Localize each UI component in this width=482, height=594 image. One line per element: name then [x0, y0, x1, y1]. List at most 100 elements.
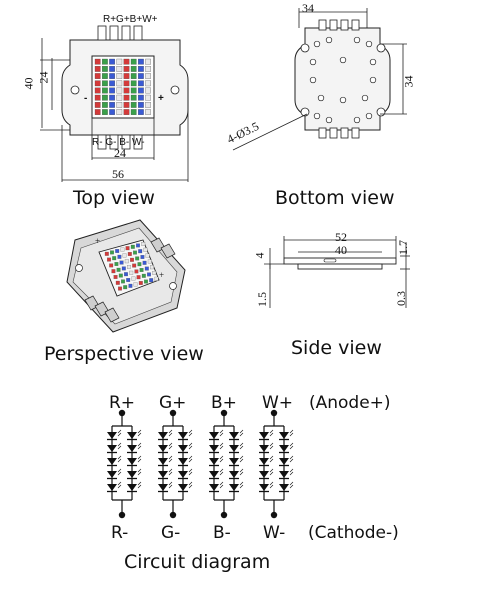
top-led-chip — [123, 87, 130, 94]
cathode-label-w: W- — [263, 523, 286, 543]
diode-symbol — [158, 445, 168, 452]
circuit-schematic — [107, 409, 294, 519]
bottom-hole — [365, 40, 373, 48]
perspective-drawing: + + — [66, 219, 186, 333]
bottom-hole — [353, 36, 361, 44]
top-led-chip — [94, 80, 101, 87]
top-led-chip — [145, 87, 151, 94]
dim-24-vertical: 24 — [36, 71, 51, 84]
persp-led-chip — [128, 283, 133, 288]
persp-led-chip — [111, 269, 116, 274]
top-led-chip — [138, 80, 144, 87]
persp-led-chip — [130, 244, 135, 249]
persp-led-chip — [138, 249, 143, 254]
diode-symbol — [229, 484, 239, 491]
top-led-chip — [130, 87, 137, 94]
diode-symbol — [127, 458, 137, 465]
top-led-chip — [123, 80, 130, 87]
bottom-hole — [369, 58, 377, 66]
top-led-chip — [102, 94, 108, 101]
persp-led-chip — [122, 253, 127, 258]
persp-led-chip — [150, 265, 154, 270]
bottom-hole — [325, 36, 333, 44]
top-led-chip — [94, 94, 101, 101]
side-view-caption: Side view — [291, 337, 382, 359]
diode-symbol — [178, 458, 188, 465]
persp-led-chip — [113, 275, 118, 279]
persp-led-chip — [130, 257, 134, 262]
persp-led-chip — [129, 270, 134, 275]
diode-symbol — [158, 484, 168, 491]
persp-led-chip — [123, 285, 128, 290]
top-led-chip — [145, 58, 151, 65]
diode-symbol — [178, 432, 188, 439]
circuit-channel — [158, 409, 193, 519]
diode-symbol — [107, 458, 117, 465]
diode-symbol — [127, 484, 137, 491]
side-dim-40: 40 — [335, 243, 347, 257]
persp-led-chip — [147, 259, 152, 264]
diode-symbol — [259, 458, 269, 465]
bottom-pins-label: R- G- B- W- — [92, 137, 145, 148]
top-led-chip — [138, 73, 144, 79]
plus-mark: + — [158, 93, 164, 104]
top-led-chip — [109, 58, 115, 65]
persp-led-chip — [149, 278, 154, 283]
svg-text:+: + — [159, 270, 164, 280]
top-pins-label: R+G+B+W+ — [103, 14, 158, 25]
persp-led-chip — [152, 271, 157, 275]
top-led-chip — [116, 66, 123, 72]
top-led-chip — [102, 87, 108, 94]
anode-note: (Anode+) — [309, 393, 391, 413]
anode-label-r: R+ — [109, 393, 136, 413]
top-led-chip — [109, 87, 115, 94]
bottom-hole — [309, 76, 317, 84]
top-led-chip — [109, 80, 115, 87]
diode-symbol — [229, 432, 239, 439]
bottom-view-caption: Bottom view — [275, 187, 395, 209]
minus-mark: - — [84, 93, 88, 104]
top-led-chip — [109, 102, 115, 108]
top-led-chip — [123, 66, 130, 72]
bottom-hole — [369, 76, 377, 84]
side-view-drawing — [264, 236, 410, 308]
anode-label-g: G+ — [159, 393, 187, 413]
top-led-chip — [102, 80, 108, 87]
top-led-chip — [145, 73, 151, 79]
persp-led-chip — [141, 273, 146, 278]
circuit-channel — [209, 409, 244, 519]
top-led-chip — [145, 102, 151, 108]
diode-symbol — [107, 471, 117, 478]
diode-symbol — [259, 432, 269, 439]
top-led-chip — [123, 73, 130, 79]
persp-led-chip — [119, 260, 124, 265]
bottom-hole — [353, 116, 361, 124]
top-led-chip — [123, 102, 130, 108]
top-led-chip — [94, 73, 101, 79]
top-led-chip — [102, 66, 108, 72]
circuit-channel — [259, 409, 294, 519]
bottom-dim-height: 34 — [401, 75, 416, 88]
persp-led-chip — [124, 272, 128, 277]
cathode-note: (Cathode-) — [308, 523, 399, 543]
perspective-view-caption: Perspective view — [44, 343, 204, 365]
side-dim-0-3: 0.3 — [394, 291, 408, 306]
diode-symbol — [209, 445, 219, 452]
side-dim-4: 4 — [252, 252, 267, 259]
diode-symbol — [229, 458, 239, 465]
top-led-chip — [102, 109, 108, 115]
persp-led-chip — [112, 256, 117, 261]
diode-symbol — [127, 445, 137, 452]
svg-text:+: + — [95, 236, 100, 246]
diode-symbol — [259, 445, 269, 452]
persp-led-chip — [124, 259, 129, 264]
top-led-chip — [116, 94, 123, 101]
persp-led-chip — [109, 263, 114, 268]
top-led-chip — [123, 94, 130, 101]
persp-led-chip — [121, 266, 126, 271]
diode-symbol — [209, 458, 219, 465]
diode-symbol — [279, 471, 289, 478]
bottom-hole — [361, 94, 369, 102]
top-led-chip — [130, 102, 137, 108]
top-led-chip — [123, 58, 130, 65]
